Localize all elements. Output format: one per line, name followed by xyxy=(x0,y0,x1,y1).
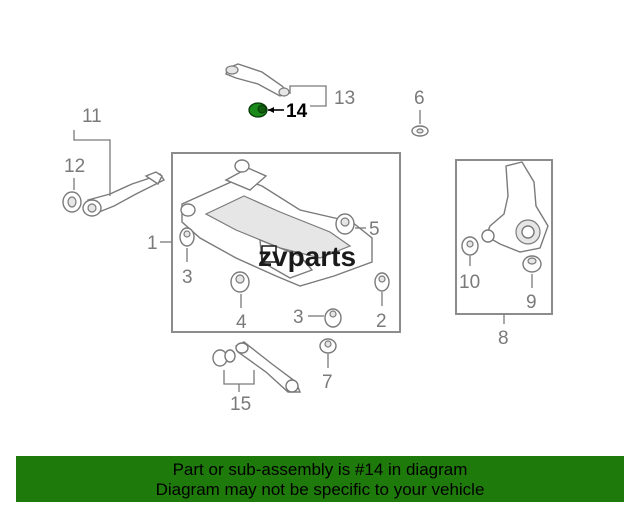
washer-6[interactable] xyxy=(411,125,429,137)
callout-7: 7 xyxy=(322,372,333,393)
subframe-1[interactable] xyxy=(180,159,373,287)
trailing-arm-11[interactable] xyxy=(82,171,166,217)
zvparts-watermark-logo: zvparts xyxy=(258,241,356,272)
mount-3-left[interactable] xyxy=(179,227,195,247)
bushing-9[interactable] xyxy=(522,255,542,273)
bushing-14-highlighted[interactable] xyxy=(248,102,268,118)
svg-text:zvparts: zvparts xyxy=(258,241,356,272)
mount-3-bottom[interactable] xyxy=(324,308,342,328)
upper-arm-13[interactable] xyxy=(225,63,290,97)
callout-6: 6 xyxy=(414,88,425,109)
mount-2[interactable] xyxy=(374,272,390,292)
footer-line-2: Diagram may not be specific to your vehi… xyxy=(155,480,485,499)
callout-4: 4 xyxy=(236,312,247,333)
callout-15: 15 xyxy=(230,394,251,415)
callout-10: 10 xyxy=(459,272,480,293)
footer-notice: Part or sub-assembly is #14 in diagram D… xyxy=(16,456,624,502)
callout-5: 5 xyxy=(369,219,380,240)
callout-1: 1 xyxy=(147,233,158,254)
lateral-arm-15[interactable] xyxy=(235,341,302,393)
callout-2: 2 xyxy=(376,311,387,332)
callout-14-highlighted: 14 xyxy=(286,101,308,122)
bushing-5[interactable] xyxy=(335,213,355,235)
bushing-10[interactable] xyxy=(461,236,479,256)
callout-12: 12 xyxy=(64,156,85,177)
callout-3-left: 3 xyxy=(182,267,193,288)
callout-13: 13 xyxy=(334,88,355,109)
callout-9: 9 xyxy=(526,292,537,313)
parts-diagram: 1 2 3 3 4 5 6 7 8 9 10 11 12 13 14 15 zv… xyxy=(62,63,553,415)
footer-line-1: Part or sub-assembly is #14 in diagram xyxy=(172,460,468,479)
callout-8: 8 xyxy=(498,328,509,349)
knuckle-8[interactable] xyxy=(481,161,549,253)
bushing-15[interactable] xyxy=(212,349,236,367)
bushing-12[interactable] xyxy=(62,191,82,213)
stopper-7[interactable] xyxy=(319,338,337,354)
bushing-4[interactable] xyxy=(230,271,250,293)
callout-3-bottom: 3 xyxy=(293,307,304,328)
callout-11: 11 xyxy=(82,106,102,127)
